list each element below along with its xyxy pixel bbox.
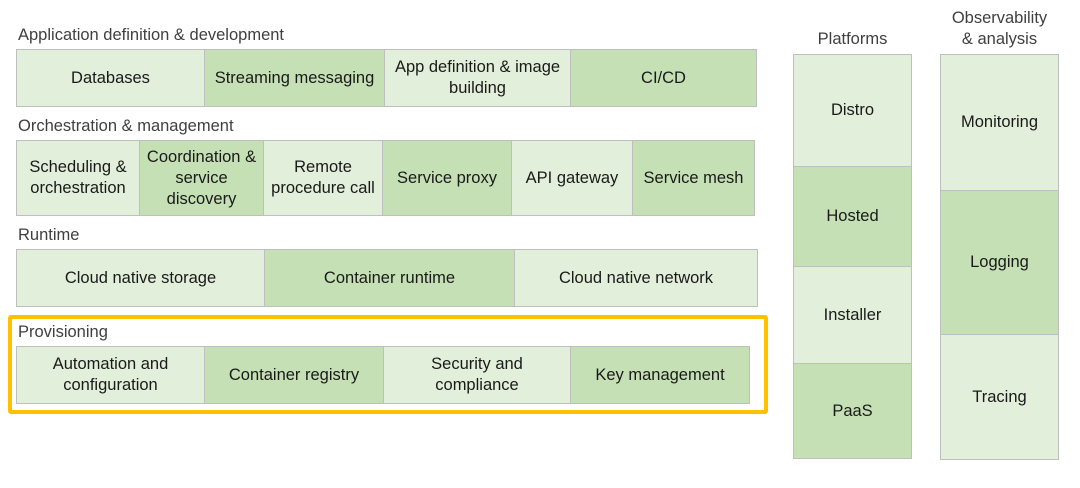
category-cell-key-management[interactable]: Key management <box>570 346 750 404</box>
category-cell-cloud-native-storage[interactable]: Cloud native storage <box>16 249 265 307</box>
category-cell-streaming-messaging[interactable]: Streaming messaging <box>204 49 385 107</box>
category-cell-cloud-native-network[interactable]: Cloud native network <box>514 249 758 307</box>
column-header-line1: Observability <box>951 9 1048 27</box>
category-cell-distro[interactable]: Distro <box>793 54 912 167</box>
column-header-line2: & analysis <box>961 30 1038 48</box>
category-cell-api-gateway[interactable]: API gateway <box>511 140 633 216</box>
category-cell-hosted[interactable]: Hosted <box>793 166 912 267</box>
category-cell-paas[interactable]: PaaS <box>793 363 912 459</box>
category-cell-container-runtime[interactable]: Container runtime <box>264 249 515 307</box>
category-cell-databases[interactable]: Databases <box>16 49 205 107</box>
column-header-line1: Platforms <box>817 30 888 48</box>
category-cell-service-proxy[interactable]: Service proxy <box>382 140 512 216</box>
category-cell-service-mesh[interactable]: Service mesh <box>632 140 755 216</box>
category-cell-remote-procedure-call[interactable]: Remote procedure call <box>263 140 383 216</box>
category-cell-installer[interactable]: Installer <box>793 266 912 364</box>
category-cell-app-definition-image-building[interactable]: App definition & image building <box>384 49 571 107</box>
category-cell-tracing[interactable]: Tracing <box>940 334 1059 460</box>
section-label: Application definition & development <box>18 26 285 44</box>
category-cell-scheduling-orchestration[interactable]: Scheduling & orchestration <box>16 140 140 216</box>
category-cell-coordination-service-discovery[interactable]: Coordination & service discovery <box>139 140 264 216</box>
section-label: Orchestration & management <box>18 117 234 135</box>
section-label: Provisioning <box>18 323 108 341</box>
column-header-platforms: Platforms <box>793 6 912 50</box>
category-cell-logging[interactable]: Logging <box>940 190 1059 335</box>
section-label: Runtime <box>18 226 80 244</box>
category-cell-ci-cd[interactable]: CI/CD <box>570 49 757 107</box>
category-cell-automation-and-configuration[interactable]: Automation and configuration <box>16 346 205 404</box>
category-cell-security-and-compliance[interactable]: Security and compliance <box>383 346 571 404</box>
category-cell-container-registry[interactable]: Container registry <box>204 346 384 404</box>
column-header-observability: Observability & analysis <box>940 6 1059 50</box>
category-cell-monitoring[interactable]: Monitoring <box>940 54 1059 191</box>
